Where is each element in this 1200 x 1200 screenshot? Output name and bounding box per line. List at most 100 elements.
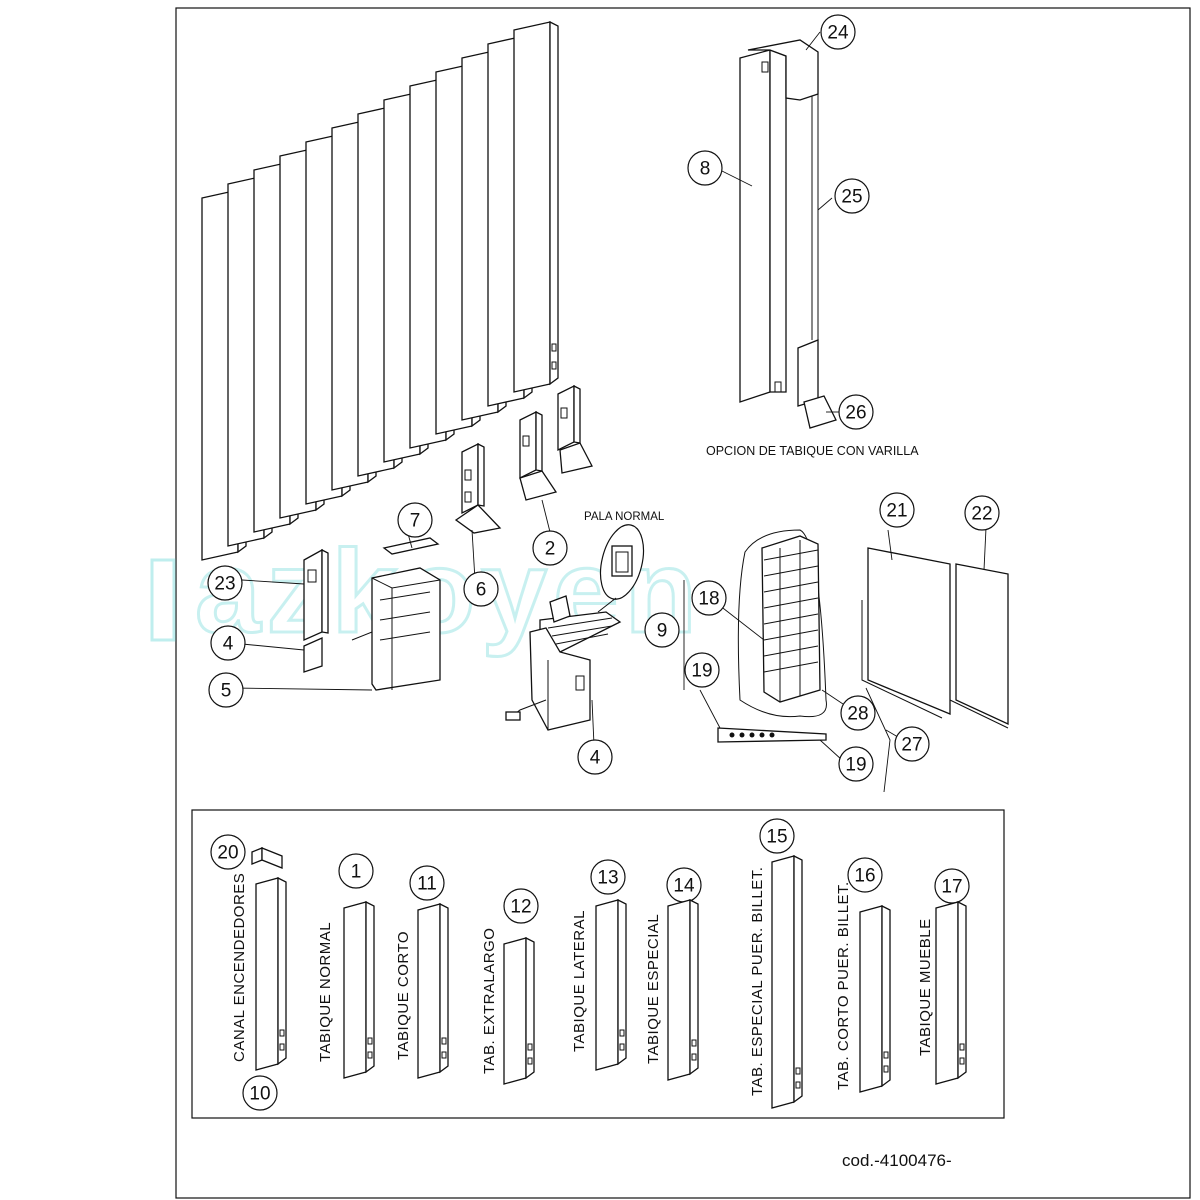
- callout-circle: [503, 888, 539, 924]
- callout-circle: [687, 150, 723, 186]
- label-tabique-lateral: TABIQUE LATERAL: [571, 910, 588, 1052]
- callout-6: 6: [463, 571, 499, 607]
- clip-2a: [519, 410, 558, 501]
- callout-circle: [207, 565, 243, 601]
- clip-2b: [557, 384, 593, 474]
- callout-circle: [838, 746, 874, 782]
- callout-number: 22: [971, 504, 992, 525]
- callout-number: 13: [597, 868, 618, 889]
- callout-number: 23: [214, 574, 235, 595]
- callout-26: 26: [838, 394, 874, 430]
- callout-number: 4: [590, 748, 601, 769]
- label-canal-encendedores: CANAL ENCENDEDORES: [231, 873, 248, 1062]
- callout-circle: [691, 580, 727, 616]
- callout-number: 27: [901, 735, 922, 756]
- part-15-esp-billet: [771, 854, 803, 1109]
- callout-19-b: 19: [838, 746, 874, 782]
- callout-circle: [242, 1075, 278, 1111]
- callout-number: 25: [841, 187, 862, 208]
- callout-11: 11: [409, 865, 445, 901]
- catalogue-box: [191, 809, 1005, 1119]
- callout-number: 4: [223, 634, 234, 655]
- callout-23: 23: [207, 565, 243, 601]
- callout-number: 16: [854, 866, 875, 887]
- callout-circle: [820, 14, 856, 50]
- callout-number: 14: [673, 876, 695, 897]
- callout-number: 21: [886, 501, 907, 522]
- label-tab-extralargo: TAB. EXTRALARGO: [481, 928, 498, 1074]
- callout-circle: [590, 859, 626, 895]
- callout-number: 1: [351, 862, 362, 883]
- callout-8: 8: [687, 150, 723, 186]
- part-17-mueble: [935, 900, 967, 1085]
- callout-circle: [338, 853, 374, 889]
- callout-20: 20: [210, 834, 246, 870]
- callout-number: 17: [941, 877, 962, 898]
- callout-22: 22: [964, 495, 1000, 531]
- option-caption: OPCION DE TABIQUE CON VARILLA: [706, 444, 919, 458]
- callout-4-b: 4: [577, 739, 613, 775]
- callout-number: 8: [700, 159, 711, 180]
- callout-circle: [532, 530, 568, 566]
- callout-circle: [577, 739, 613, 775]
- part-12-extralargo: [503, 936, 535, 1085]
- callout-circle: [964, 495, 1000, 531]
- callout-number: 2: [545, 539, 556, 560]
- callout-number: 15: [766, 827, 787, 848]
- callout-circle: [879, 492, 915, 528]
- divider-clips: [454, 384, 593, 534]
- lever-module-assembly: [505, 524, 645, 731]
- callout-number: 28: [847, 704, 868, 725]
- callout-16: 16: [847, 857, 883, 893]
- callout-24: 24: [820, 14, 856, 50]
- callout-1: 1: [338, 853, 374, 889]
- callout-7: 7: [397, 502, 433, 538]
- panel-21: [867, 547, 951, 715]
- catalogue-parts: [255, 854, 967, 1109]
- callout-17: 17: [934, 868, 970, 904]
- callout-circle: [759, 818, 795, 854]
- callout-circle: [397, 502, 433, 538]
- callout-circle: [463, 571, 499, 607]
- callout-25: 25: [834, 178, 870, 214]
- callout-12: 12: [503, 888, 539, 924]
- callout-circle: [409, 865, 445, 901]
- callout-5: 5: [208, 672, 244, 708]
- label-tabique-normal: TABIQUE NORMAL: [317, 922, 334, 1062]
- callout-circle: [208, 672, 244, 708]
- callout-number: 11: [417, 874, 437, 895]
- part-1-normal: [343, 900, 375, 1079]
- callout-15: 15: [759, 818, 795, 854]
- callout-number: 9: [657, 621, 668, 642]
- selection-module-assembly: [303, 537, 441, 691]
- callout-number: 18: [698, 589, 719, 610]
- callout-number: 7: [410, 511, 421, 532]
- part-13-lateral: [595, 898, 627, 1071]
- part-11-corto: [417, 902, 449, 1079]
- callout-circle: [894, 726, 930, 762]
- callout-circle: [684, 652, 720, 688]
- callout-19: 19: [684, 652, 720, 688]
- part-16-corto-billet: [859, 904, 891, 1093]
- clip-6: [454, 442, 502, 534]
- callout-number: 20: [217, 843, 238, 864]
- part-14-especial: [667, 898, 699, 1081]
- callout-circle: [840, 695, 876, 731]
- label-tabique-corto: TABIQUE CORTO: [395, 931, 412, 1060]
- stacked-partition: [513, 20, 559, 393]
- callout-10: 10: [242, 1075, 278, 1111]
- callout-circle: [834, 178, 870, 214]
- spiral-assembly: [717, 529, 827, 743]
- callout-number: 10: [249, 1084, 270, 1105]
- callout-number: 19: [845, 755, 866, 776]
- callout-number: 26: [845, 403, 866, 424]
- callout-21: 21: [879, 492, 915, 528]
- part-10-canal: [255, 876, 287, 1071]
- pala-normal-label: PALA NORMAL: [584, 511, 665, 523]
- panel-22: [955, 563, 1009, 726]
- drawing-code: cod.-4100476-: [842, 1151, 952, 1170]
- callout-circle: [838, 394, 874, 430]
- partition-stack: [201, 20, 559, 561]
- sheet-border: [175, 7, 1191, 1199]
